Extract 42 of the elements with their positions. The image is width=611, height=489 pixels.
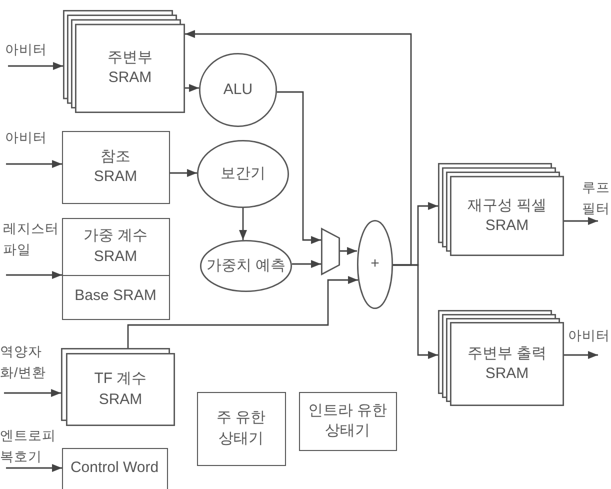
arrow: [185, 30, 412, 266]
memory-block: [299, 392, 397, 451]
arrow: [8, 62, 63, 70]
arrow: [340, 247, 357, 255]
block-label: Control Word: [70, 458, 159, 478]
block-label: 가중치 예측: [206, 256, 286, 276]
signal-label: 아비터: [568, 326, 611, 348]
memory-block: [197, 392, 286, 466]
arrow: [564, 351, 598, 359]
arrow: [6, 271, 62, 279]
signal-label: 아비터: [5, 128, 57, 150]
arrow: [292, 260, 321, 268]
arrow: [127, 276, 358, 348]
block-label: 참조 SRAM: [92, 146, 138, 187]
block-label: 재구성 픽셀 SRAM: [466, 196, 548, 236]
arrow: [277, 91, 321, 244]
block-label: +: [370, 254, 380, 274]
signal-label: 아비터: [5, 40, 57, 62]
signal-label: 레지스터 파일: [3, 219, 61, 265]
arrow: [6, 160, 62, 168]
block-label: 주변부 출력 SRAM: [466, 344, 548, 384]
arrow: [170, 169, 197, 177]
arrow: [4, 389, 61, 397]
arrow: [564, 217, 598, 225]
block-label: ALU: [223, 80, 253, 100]
block-label: 주 유한 상태기: [215, 408, 267, 448]
signal-label: 역양자화/변환: [0, 342, 47, 388]
block-label: 주변부 SRAM: [106, 48, 154, 88]
arrow: [239, 208, 247, 240]
memory-block: [62, 276, 170, 320]
memory-block: [62, 448, 168, 489]
block-label: TF 계수 SRAM: [93, 369, 148, 410]
block-label: 가중 계수 SRAM: [82, 226, 149, 266]
arrow: [6, 464, 62, 472]
memory-block: [62, 131, 170, 204]
memory-block: [62, 218, 170, 276]
signal-label: 루프 필터: [582, 178, 611, 220]
block-label: 보간기: [220, 164, 266, 184]
block-label: 인트라 유한 상태기: [306, 400, 388, 441]
block-label: Base SRAM: [74, 286, 156, 306]
signal-label: 엔트로피 복호기: [0, 426, 58, 466]
arrow: [185, 84, 199, 92]
